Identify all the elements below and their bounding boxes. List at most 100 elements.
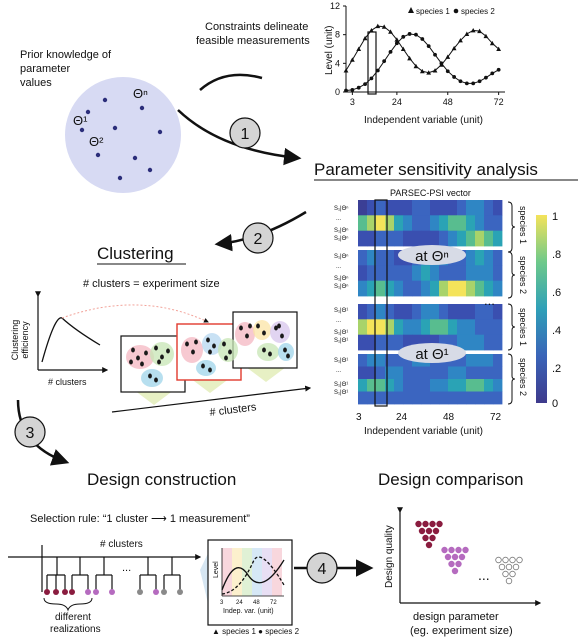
series-line-species-2	[345, 33, 499, 92]
heatmap-cell	[439, 280, 449, 297]
cluster-point	[239, 325, 243, 331]
point-species-2	[439, 61, 444, 66]
y-tick-label: 12	[330, 1, 340, 11]
heatmap-cell	[412, 334, 422, 351]
heatmap-cell	[376, 334, 386, 351]
heatmap-cell	[466, 391, 476, 405]
step-4-badge	[306, 552, 338, 584]
psa-vector-label: PARSEC-PSI vector	[390, 188, 471, 198]
heatmap-cell	[394, 265, 404, 281]
heatmap-cell	[376, 265, 386, 281]
cluster-point	[206, 337, 210, 343]
point-species-2	[484, 75, 488, 80]
quality-marker	[429, 534, 436, 542]
cluster-point	[262, 347, 266, 353]
point-species-2	[363, 82, 367, 87]
svg-text:S₁|Θⁿ: S₁|Θⁿ	[334, 235, 348, 242]
heatmap-cell	[421, 366, 431, 380]
feasible-window-box	[367, 31, 377, 95]
cluster-point	[148, 373, 152, 379]
point-species-1	[413, 63, 419, 69]
heatmap-cell	[493, 319, 503, 335]
heatmap-cell	[484, 250, 494, 266]
heatmap-cell	[475, 215, 485, 231]
heatmap-cell	[358, 379, 368, 392]
heatmap-cell	[430, 265, 440, 281]
heatmap-cell	[439, 334, 449, 351]
heatmap-cell	[367, 334, 377, 351]
heatmap-cell	[412, 280, 422, 297]
heatmap-cell	[466, 250, 476, 266]
heatmap-cell	[367, 354, 377, 367]
point-species-2	[375, 68, 380, 73]
quality-marker	[422, 520, 429, 528]
y-tick-label: 0	[335, 87, 340, 97]
point-species-1	[349, 57, 355, 62]
heatmap-cell	[394, 366, 404, 380]
clusters-increase-arrow	[111, 385, 312, 413]
heatmap-cell	[457, 391, 467, 405]
heatmap-cell	[475, 230, 485, 247]
y-tick-label: 4	[335, 58, 340, 68]
heatmap-cell	[448, 379, 458, 392]
quality-marker	[415, 520, 422, 528]
cluster-point	[208, 367, 212, 373]
heatmap-cell	[484, 200, 494, 216]
heatmap-cell	[466, 280, 476, 297]
colorbar-ticks: 1 .8 .6 .4 .2 0	[552, 211, 561, 410]
heatmap-cell	[385, 200, 395, 216]
heatmap-cell	[421, 200, 431, 216]
heatmap-cell	[403, 265, 413, 281]
heatmap-cell	[385, 304, 395, 320]
heatmap-cell	[403, 391, 413, 405]
heatmap-cell	[475, 391, 485, 405]
step-4-number: 4	[318, 561, 327, 578]
heatmap-cell	[376, 354, 386, 367]
heatmap-cell	[376, 215, 386, 231]
cluster-point	[185, 341, 189, 347]
at-theta-1: at Θ¹	[415, 346, 448, 363]
heatmap-cell	[403, 230, 413, 247]
quality-marker	[429, 520, 436, 528]
heatmap-cell	[403, 366, 413, 380]
point-species-1	[400, 46, 406, 51]
heatmap-cell	[421, 280, 431, 297]
heatmap-cell	[385, 265, 395, 281]
heatmap-cell	[394, 250, 404, 266]
heatmap-cell	[493, 379, 503, 392]
efficiency-to-cluster-link	[61, 304, 209, 323]
heatmap-cell	[475, 334, 485, 351]
heatmap-cell	[394, 215, 404, 231]
heatmap-cell	[367, 250, 377, 266]
heatmap-cell	[358, 334, 368, 351]
heatmap-cell	[448, 230, 458, 247]
svg-text:S₁|Θ¹: S₁|Θ¹	[334, 330, 348, 336]
heatmap-cell	[421, 334, 431, 351]
heatmap-cell	[394, 304, 404, 320]
heatmap-cell	[367, 230, 377, 247]
quality-marker	[425, 527, 433, 535]
cluster-point	[280, 333, 284, 339]
heatmap-cell	[475, 354, 485, 367]
species-1-label-top: species 1	[518, 206, 528, 244]
heatmap-ellipsis: ...	[484, 293, 495, 308]
quality-marker	[418, 527, 426, 535]
heatmap-cell	[457, 366, 467, 380]
heatmap-cell	[385, 391, 395, 405]
heatmap-cell	[394, 391, 404, 405]
point-species-2	[464, 81, 469, 86]
at-theta-n-bubble	[398, 245, 466, 265]
heatmap-cell	[475, 379, 485, 392]
heatmap-cell	[430, 280, 440, 297]
point-species-1	[477, 28, 482, 34]
cluster-point	[144, 350, 148, 356]
heatmap-cell	[385, 379, 395, 392]
species-2-label-top: species 2	[518, 256, 528, 294]
clustering-subtitle: # clusters = experiment size	[83, 278, 220, 290]
heatmap-cell	[457, 265, 467, 281]
step-1-badge	[229, 117, 261, 149]
design-tree	[8, 545, 202, 592]
heatmap-cell	[484, 391, 494, 405]
svg-text:S₁|Θⁿ: S₁|Θⁿ	[334, 227, 348, 234]
heatmap-cell	[367, 280, 377, 297]
